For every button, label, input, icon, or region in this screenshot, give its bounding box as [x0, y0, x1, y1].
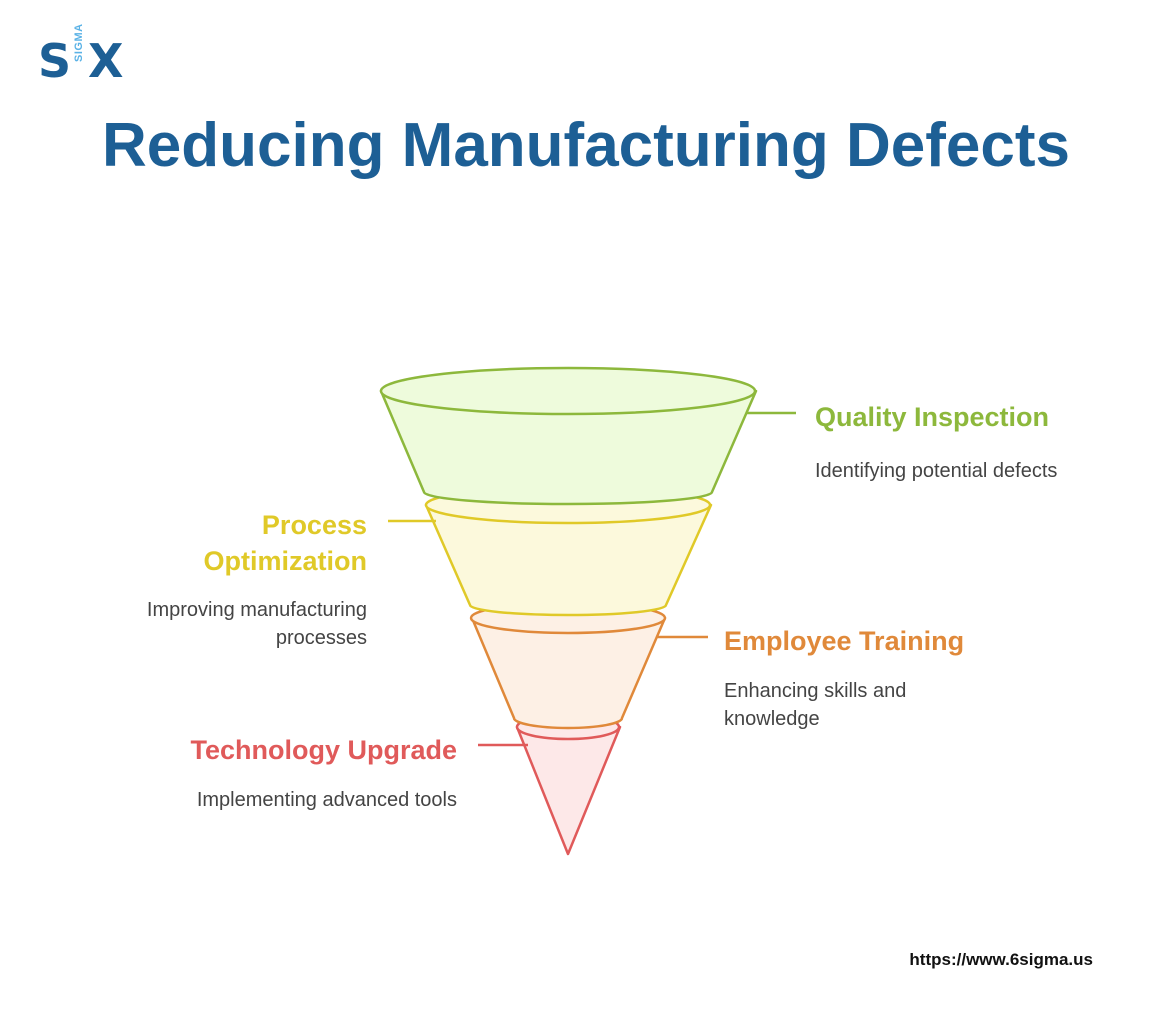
stage-description-technology-upgrade: Implementing advanced tools — [196, 789, 457, 811]
stage-description-employee-training: Enhancing skills and knowledge — [724, 680, 907, 730]
funnel-stage-1-body — [379, 389, 758, 506]
page-title: Reducing Manufacturing Defects — [102, 111, 1070, 180]
funnel-stage-process-optimization — [388, 485, 713, 617]
brand-logo: S SIGMA X — [38, 23, 138, 88]
stage-description-quality-inspection: Identifying potential defects — [815, 460, 1058, 482]
funnel-stage-1-rim — [379, 366, 757, 416]
stage-label-process-optimization: Process Optimization — [203, 510, 368, 576]
funnel-stage-3-body — [470, 616, 667, 730]
source-url[interactable]: https://www.6sigma.us — [909, 950, 1093, 969]
funnel-stage-quality-inspection — [379, 366, 796, 506]
stage-label-technology-upgrade: Technology Upgrade — [190, 735, 457, 765]
funnel-stage-employee-training — [469, 601, 708, 730]
funnel-stage-2-body — [424, 503, 713, 617]
logo-letter-x: X — [88, 34, 124, 88]
funnel-stage-technology-upgrade — [478, 713, 622, 856]
funnel-stage-4-body — [515, 725, 622, 856]
logo-letter-s: S — [38, 34, 72, 88]
stage-label-employee-training: Employee Training — [724, 626, 965, 656]
stage-description-process-optimization: Improving manufacturing processes — [146, 599, 367, 649]
stage-label-quality-inspection: Quality Inspection — [815, 402, 1050, 432]
